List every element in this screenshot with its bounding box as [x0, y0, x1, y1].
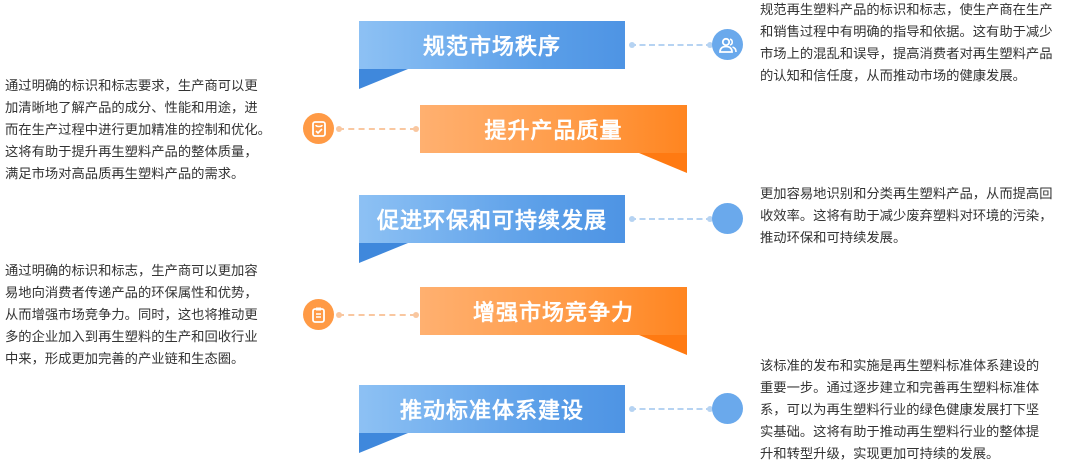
users-icon [712, 29, 743, 60]
banner-fold [359, 69, 408, 89]
description-text: 该标准的发布和实施是再生塑料标准体系建设的 重要一步。通过逐步建立和完善再生塑料… [760, 356, 1080, 466]
text-line: 而在生产过程中进行更加精准的控制和优化。 [5, 123, 271, 138]
text-line: 多的企业加入到再生塑料的生产和回收行业 [5, 330, 258, 345]
banner-fold [359, 243, 408, 263]
connector-dot [707, 42, 713, 48]
banner-enhance-competitiveness: 增强市场竞争力 [420, 287, 687, 335]
text-line: 和销售过程中有明确的指导和依据。这有助于减少 [760, 25, 1053, 40]
banner-title: 提升产品质量 [484, 119, 623, 144]
banner-title: 增强市场竞争力 [472, 301, 634, 326]
banner-fold [639, 335, 687, 355]
connector-line [338, 128, 416, 130]
banner-improve-quality: 提升产品质量 [420, 105, 687, 153]
text-line: 加清晰地了解产品的成分、性能和用途，进 [5, 101, 258, 116]
text-line: 该标准的发布和实施是再生塑料标准体系建设的 [760, 359, 1040, 374]
text-line: 满足市场对高品质再生塑料产品的需求。 [5, 167, 245, 182]
text-line: 通过明确的标识和标志要求，生产商可以更 [5, 79, 258, 94]
banner-regulate-market: 规范市场秩序 [359, 21, 625, 69]
description-text: 规范再生塑料产品的标识和标志，使生产商在生产 和销售过程中有明确的指导和依据。这… [760, 0, 1080, 88]
connector-line [630, 218, 712, 220]
banner-fold [359, 433, 408, 453]
connector-line [630, 408, 712, 410]
text-line: 中来，形成更加完善的产业链和生态圈。 [5, 352, 245, 367]
connector-line [338, 314, 416, 316]
text-line: 实基础。这将有助于推动再生塑料行业的整体提 [760, 425, 1040, 440]
text-line: 规范再生塑料产品的标识和标志，使生产商在生产 [760, 3, 1053, 18]
text-line: 更加容易地识别和分类再生塑料产品，从而提高回 [760, 187, 1053, 202]
text-line: 这将有助于提升再生塑料产品的整体质量， [5, 145, 258, 160]
text-line: 通过明确的标识和标志，生产商可以更加容 [5, 264, 258, 279]
connector-dot [707, 216, 713, 222]
text-line: 系，可以为再生塑料行业的绿色健康发展打下坚 [760, 403, 1040, 418]
circle-icon [712, 203, 743, 234]
banner-standard-system: 推动标准体系建设 [359, 385, 625, 433]
connector-dot [336, 126, 342, 132]
connector-dot [629, 42, 635, 48]
connector-line [630, 44, 712, 46]
banner-title: 推动标准体系建设 [399, 399, 584, 424]
connector-dot [629, 406, 635, 412]
circle-icon [712, 393, 743, 424]
clipboard-icon [303, 299, 334, 330]
text-line: 收效率。这将有助于减少废弃塑料对环境的污染， [760, 209, 1053, 224]
connector-dot [707, 406, 713, 412]
text-line: 从而增强市场竞争力。同时，这也将推动更 [5, 308, 258, 323]
description-text: 更加容易地识别和分类再生塑料产品，从而提高回 收效率。这将有助于减少废弃塑料对环… [760, 184, 1080, 250]
text-line: 易地向消费者传递产品的环保属性和优势， [5, 286, 258, 301]
quality-check-icon [303, 113, 334, 144]
description-text: 通过明确的标识和标志要求，生产商可以更 加清晰地了解产品的成分、性能和用途，进 … [5, 76, 295, 186]
banner-fold [639, 153, 687, 173]
connector-dot [413, 312, 419, 318]
text-line: 重要一步。通过逐步建立和完善再生塑料标准体 [760, 381, 1040, 396]
connector-dot [336, 312, 342, 318]
banner-title: 规范市场秩序 [422, 35, 561, 60]
banner-promote-sustainability: 促进环保和可持续发展 [359, 195, 625, 243]
text-line: 市场上的混乱和误导，提高消费者对再生塑料产品 [760, 47, 1053, 62]
text-line: 的认知和信任度，从而推动市场的健康发展。 [760, 69, 1026, 84]
description-text: 通过明确的标识和标志，生产商可以更加容 易地向消费者传递产品的环保属性和优势， … [5, 261, 295, 371]
connector-dot [413, 126, 419, 132]
connector-dot [629, 216, 635, 222]
text-line: 升和转型升级，实现更加可持续的发展。 [760, 447, 1000, 462]
text-line: 推动环保和可持续发展。 [760, 231, 907, 246]
banner-title: 促进环保和可持续发展 [376, 209, 607, 234]
